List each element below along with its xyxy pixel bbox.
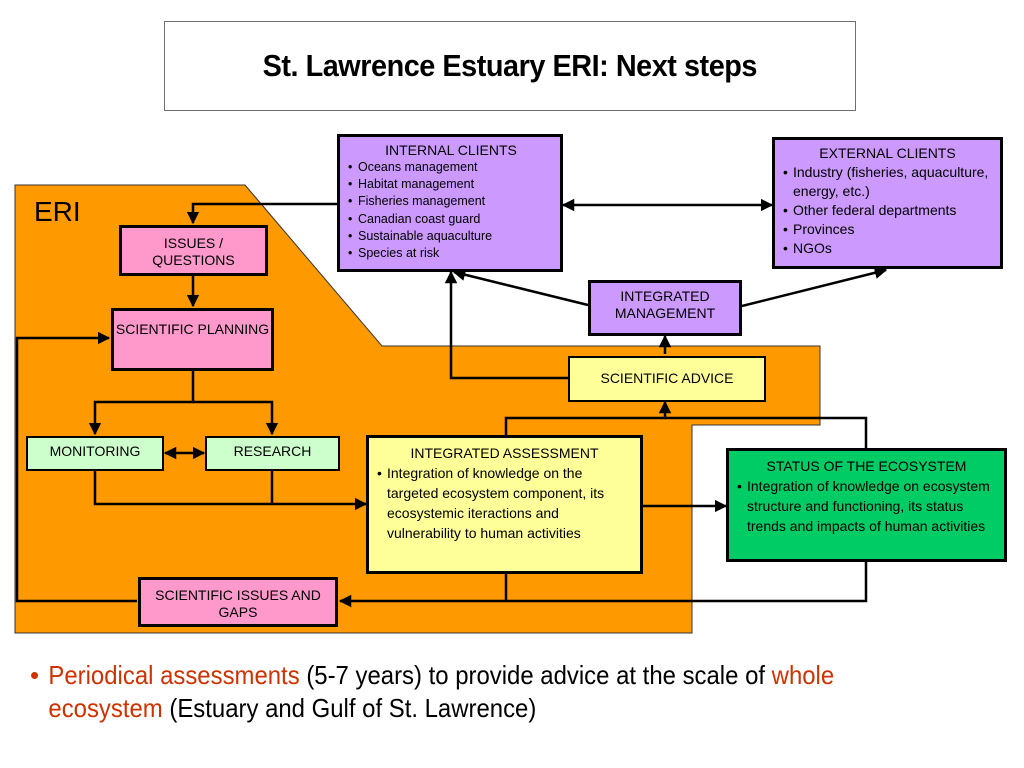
footer-bullet-point: • Periodical assessments (5-7 years) to … <box>30 659 1000 725</box>
list-item: Canadian coast guard <box>346 211 556 228</box>
list-item: Oceans management <box>346 159 556 176</box>
internal-clients-box: INTERNAL CLIENTS Oceans management Habit… <box>337 134 563 272</box>
arrow-status-to-gaps <box>338 562 868 608</box>
line-planning-split <box>88 371 195 436</box>
list-item: Species at risk <box>346 245 556 262</box>
status-ecosystem-heading: STATUS OF THE ECOSYSTEM <box>766 458 967 474</box>
list-item: Integration of knowledge on the targeted… <box>375 463 634 543</box>
list-item: Provinces <box>781 220 994 239</box>
footer-text-2: (5-7 years) to provide advice at the sca… <box>299 660 772 690</box>
integrated-assessment-heading: INTEGRATED ASSESSMENT <box>410 445 599 461</box>
integrated-management-box: INTEGRATED MANAGEMENT <box>588 280 742 336</box>
footer-line-1: Periodical assessments (5-7 years) to pr… <box>30 659 922 725</box>
list-item: Industry (fisheries, aquaculture, energy… <box>781 163 994 201</box>
line-planning-to-research <box>193 400 279 436</box>
list-item: NGOs <box>781 239 994 258</box>
arrow-advice-to-internal <box>444 270 568 380</box>
issues-questions-box: ISSUES / QUESTIONS <box>119 225 268 276</box>
list-item: Habitat management <box>346 176 556 193</box>
integrated-management-label: INTEGRATED MANAGEMENT <box>614 288 716 321</box>
external-clients-list: Industry (fisheries, aquaculture, energy… <box>781 163 994 258</box>
eri-region-label: ERI <box>34 196 81 227</box>
footer-text-4: (Estuary and Gulf of St. Lawrence) <box>162 693 537 723</box>
internal-clients-list: Oceans management Habitat management Fis… <box>346 159 556 262</box>
external-clients-heading: EXTERNAL CLIENTS <box>819 145 956 161</box>
external-clients-box: EXTERNAL CLIENTS Industry (fisheries, aq… <box>772 137 1003 269</box>
monitoring-label: MONITORING <box>49 443 141 459</box>
internal-clients-heading: INTERNAL CLIENTS <box>385 142 517 158</box>
arrow-gaps-to-planning <box>15 331 137 603</box>
status-ecosystem-list: Integration of knowledge on ecosystem st… <box>735 476 998 536</box>
monitoring-box: MONITORING <box>26 436 164 471</box>
footer-highlight-2-cont: ecosystem <box>48 693 163 723</box>
list-item: Other federal departments <box>781 201 994 220</box>
scientific-advice-label: SCIENTIFIC ADVICE <box>600 370 734 386</box>
scientific-issues-gaps-box: SCIENTIFIC ISSUES AND GAPS <box>138 577 338 627</box>
bullet-icon: • <box>30 660 40 690</box>
arrow-management-to-internal <box>452 268 589 307</box>
scientific-advice-box: SCIENTIFIC ADVICE <box>568 356 766 402</box>
footer-highlight-2: whole <box>771 660 835 690</box>
status-ecosystem-box: STATUS OF THE ECOSYSTEM Integration of k… <box>726 448 1007 562</box>
integrated-assessment-box: INTEGRATED ASSESSMENT Integration of kno… <box>366 435 643 574</box>
scientific-issues-gaps-label: SCIENTIFIC ISSUES AND GAPS <box>155 587 321 620</box>
footer-highlight-1: Periodical assessments <box>48 660 300 690</box>
research-label: RESEARCH <box>233 443 312 459</box>
issues-questions-label: ISSUES / QUESTIONS <box>152 235 235 268</box>
list-item: Sustainable aquaculture <box>346 228 556 245</box>
list-item: Fisheries management <box>346 193 556 210</box>
scientific-planning-box: SCIENTIFIC PLANNING <box>111 308 274 371</box>
arrow-internal-to-issues <box>186 202 337 225</box>
arrow-management-to-external <box>741 266 888 308</box>
arrow-assessment-to-advice <box>504 400 672 435</box>
line-status-to-advice <box>665 416 868 448</box>
connector-lines <box>15 198 888 608</box>
line-monitoring-down <box>93 471 368 511</box>
scientific-planning-label: SCIENTIFIC PLANNING <box>115 321 270 337</box>
research-box: RESEARCH <box>205 436 340 471</box>
slide-title: St. Lawrence Estuary ERI: Next steps <box>262 48 758 83</box>
integrated-assessment-list: Integration of knowledge on the targeted… <box>375 463 634 543</box>
title-box: St. Lawrence Estuary ERI: Next steps <box>164 21 856 111</box>
list-item: Integration of knowledge on ecosystem st… <box>735 476 998 536</box>
